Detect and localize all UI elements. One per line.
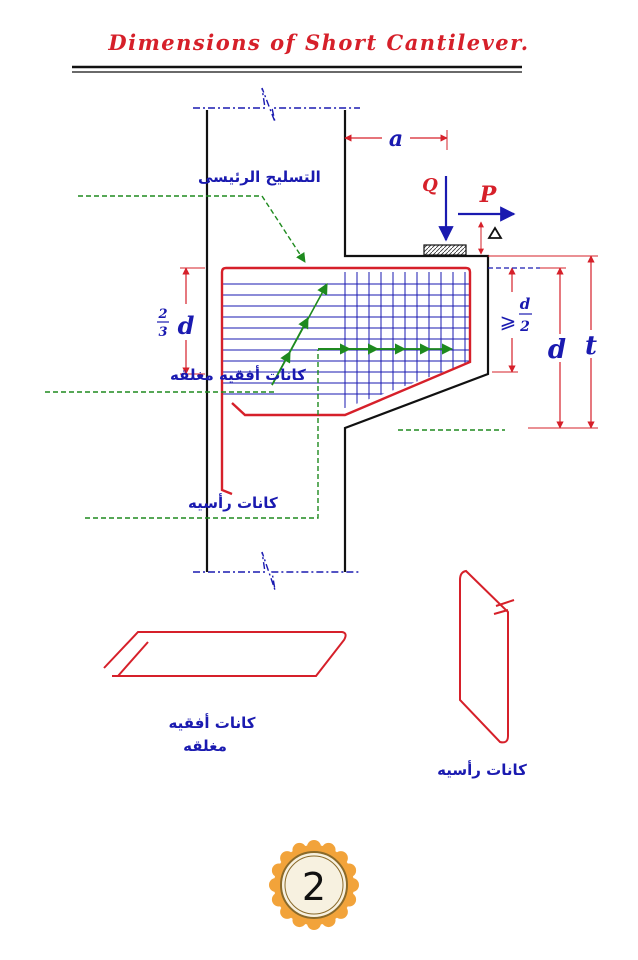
label-closed-horizontal-stirrups: كانات أفقيه مغلقه xyxy=(170,365,306,384)
two-thirds-d-symbol: d xyxy=(178,311,195,340)
dimension-half-d: ⩾ d 2 xyxy=(488,267,540,373)
horizontal-stirrup-arrow-diagonal xyxy=(271,283,328,386)
dimension-a-label: a xyxy=(389,126,403,152)
load-P: P xyxy=(458,182,516,255)
label-vertical-stirrups: كانات رأسيه xyxy=(188,493,278,512)
horizontal-stirrup-shape xyxy=(103,631,347,677)
load-Q: Q xyxy=(422,175,454,242)
column-break-bottom xyxy=(193,551,360,591)
label-main-reinforcement: التسليح الرئيسى xyxy=(198,168,321,186)
main-reinforcement-leader xyxy=(78,195,306,263)
load-P-label: P xyxy=(479,182,498,208)
vertical-stirrup-shape xyxy=(459,569,515,744)
legend-horizontal-line2: مغلقه xyxy=(183,737,227,755)
load-Q-label: Q xyxy=(422,175,438,196)
legend-vertical: كانات رأسيه xyxy=(437,760,527,779)
dimension-d-t: d t xyxy=(488,255,602,429)
dimension-t-label: t xyxy=(585,331,597,361)
concrete-outline xyxy=(205,110,490,572)
two-thirds-denominator: 3 xyxy=(158,325,167,340)
page-number: 2 xyxy=(302,865,326,909)
half-d-numerator: d xyxy=(520,295,531,313)
greater-equal-symbol: ⩾ xyxy=(500,309,517,333)
stirrup-grid xyxy=(222,272,470,408)
dimension-d-label: d xyxy=(548,335,566,365)
dimension-two-thirds-d: 2 3 d xyxy=(148,267,205,375)
dimension-a: a xyxy=(344,126,448,152)
delta-icon xyxy=(487,226,503,239)
vertical-stirrup-leader xyxy=(85,350,319,519)
page-number-badge: 2 xyxy=(269,840,359,930)
two-thirds-numerator: 2 xyxy=(157,307,167,322)
legend-horizontal-line1: كانات أفقيه xyxy=(169,713,256,732)
main-reinforcement-bar xyxy=(220,266,472,496)
half-d-denominator: 2 xyxy=(519,319,530,335)
page-title: Dimensions of Short Cantilever. xyxy=(108,30,530,55)
column-break-top xyxy=(193,87,360,123)
bearing-plate xyxy=(423,244,467,256)
